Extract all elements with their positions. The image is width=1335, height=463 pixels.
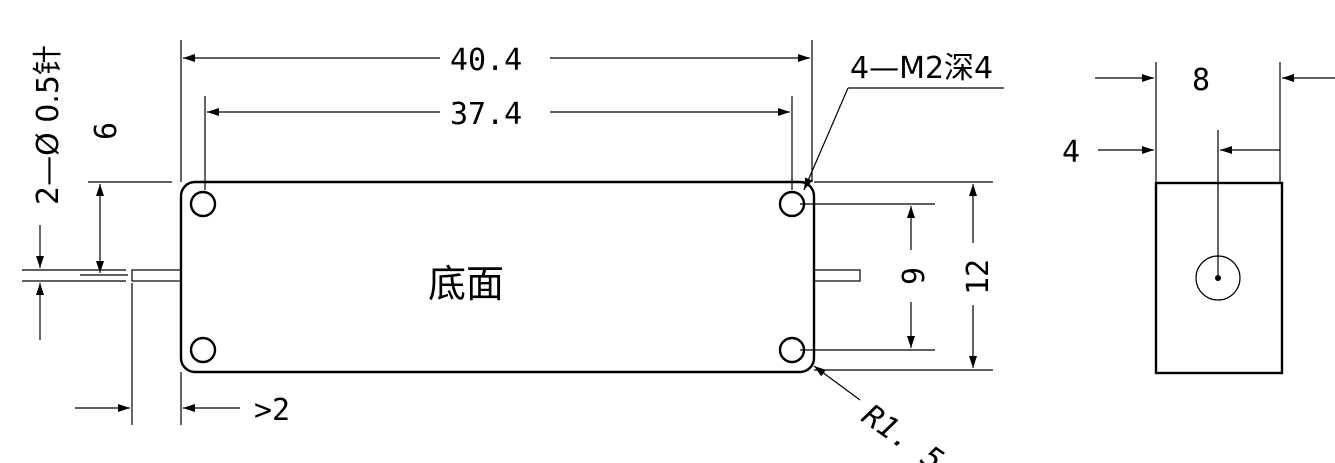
body-height-text: 12 xyxy=(961,259,996,295)
side-width-text: 8 xyxy=(1192,63,1210,98)
hole-spacing-short-text: 9 xyxy=(897,267,932,285)
thread-callout: 4—M2深4 xyxy=(803,51,1004,191)
dimension-pin-diameter xyxy=(22,225,126,340)
dimension-overall-length: 40.4 xyxy=(180,40,813,182)
hole-spacing-long-text: 37.4 xyxy=(450,97,522,132)
thread-note-text: 4—M2深4 xyxy=(850,51,993,86)
mount-hole-bottom-left xyxy=(189,336,217,364)
bottom-view: 底面 xyxy=(131,180,861,374)
dimension-pin-protrusion: >2 xyxy=(75,283,290,428)
dimension-side-offset: 4 xyxy=(1062,135,1280,170)
pin-note-text: 2—Ø 0.5针 xyxy=(31,45,66,205)
side-view xyxy=(1154,130,1284,375)
side-pin-dot xyxy=(1215,275,1221,281)
dimension-body-height: 12 xyxy=(814,181,996,371)
dimension-side-width: 8 xyxy=(1095,62,1335,183)
dimension-hole-spacing-short: 9 xyxy=(800,203,935,351)
side-body-outline xyxy=(1154,181,1284,375)
pin-right xyxy=(813,269,861,282)
corner-radius-text: R1. 5 xyxy=(855,398,949,463)
dimension-pin-height: 6 xyxy=(80,122,172,276)
pin-protrusion-text: >2 xyxy=(254,393,290,428)
pin-height-text: 6 xyxy=(89,122,124,140)
side-offset-text: 4 xyxy=(1062,135,1080,170)
pin-left xyxy=(131,269,182,282)
view-label: 底面 xyxy=(428,262,504,306)
dimension-hole-spacing-long: 37.4 xyxy=(204,96,793,190)
overall-length-text: 40.4 xyxy=(450,43,522,78)
radius-callout: R1. 5 xyxy=(813,365,949,463)
mount-hole-top-left xyxy=(189,190,217,218)
